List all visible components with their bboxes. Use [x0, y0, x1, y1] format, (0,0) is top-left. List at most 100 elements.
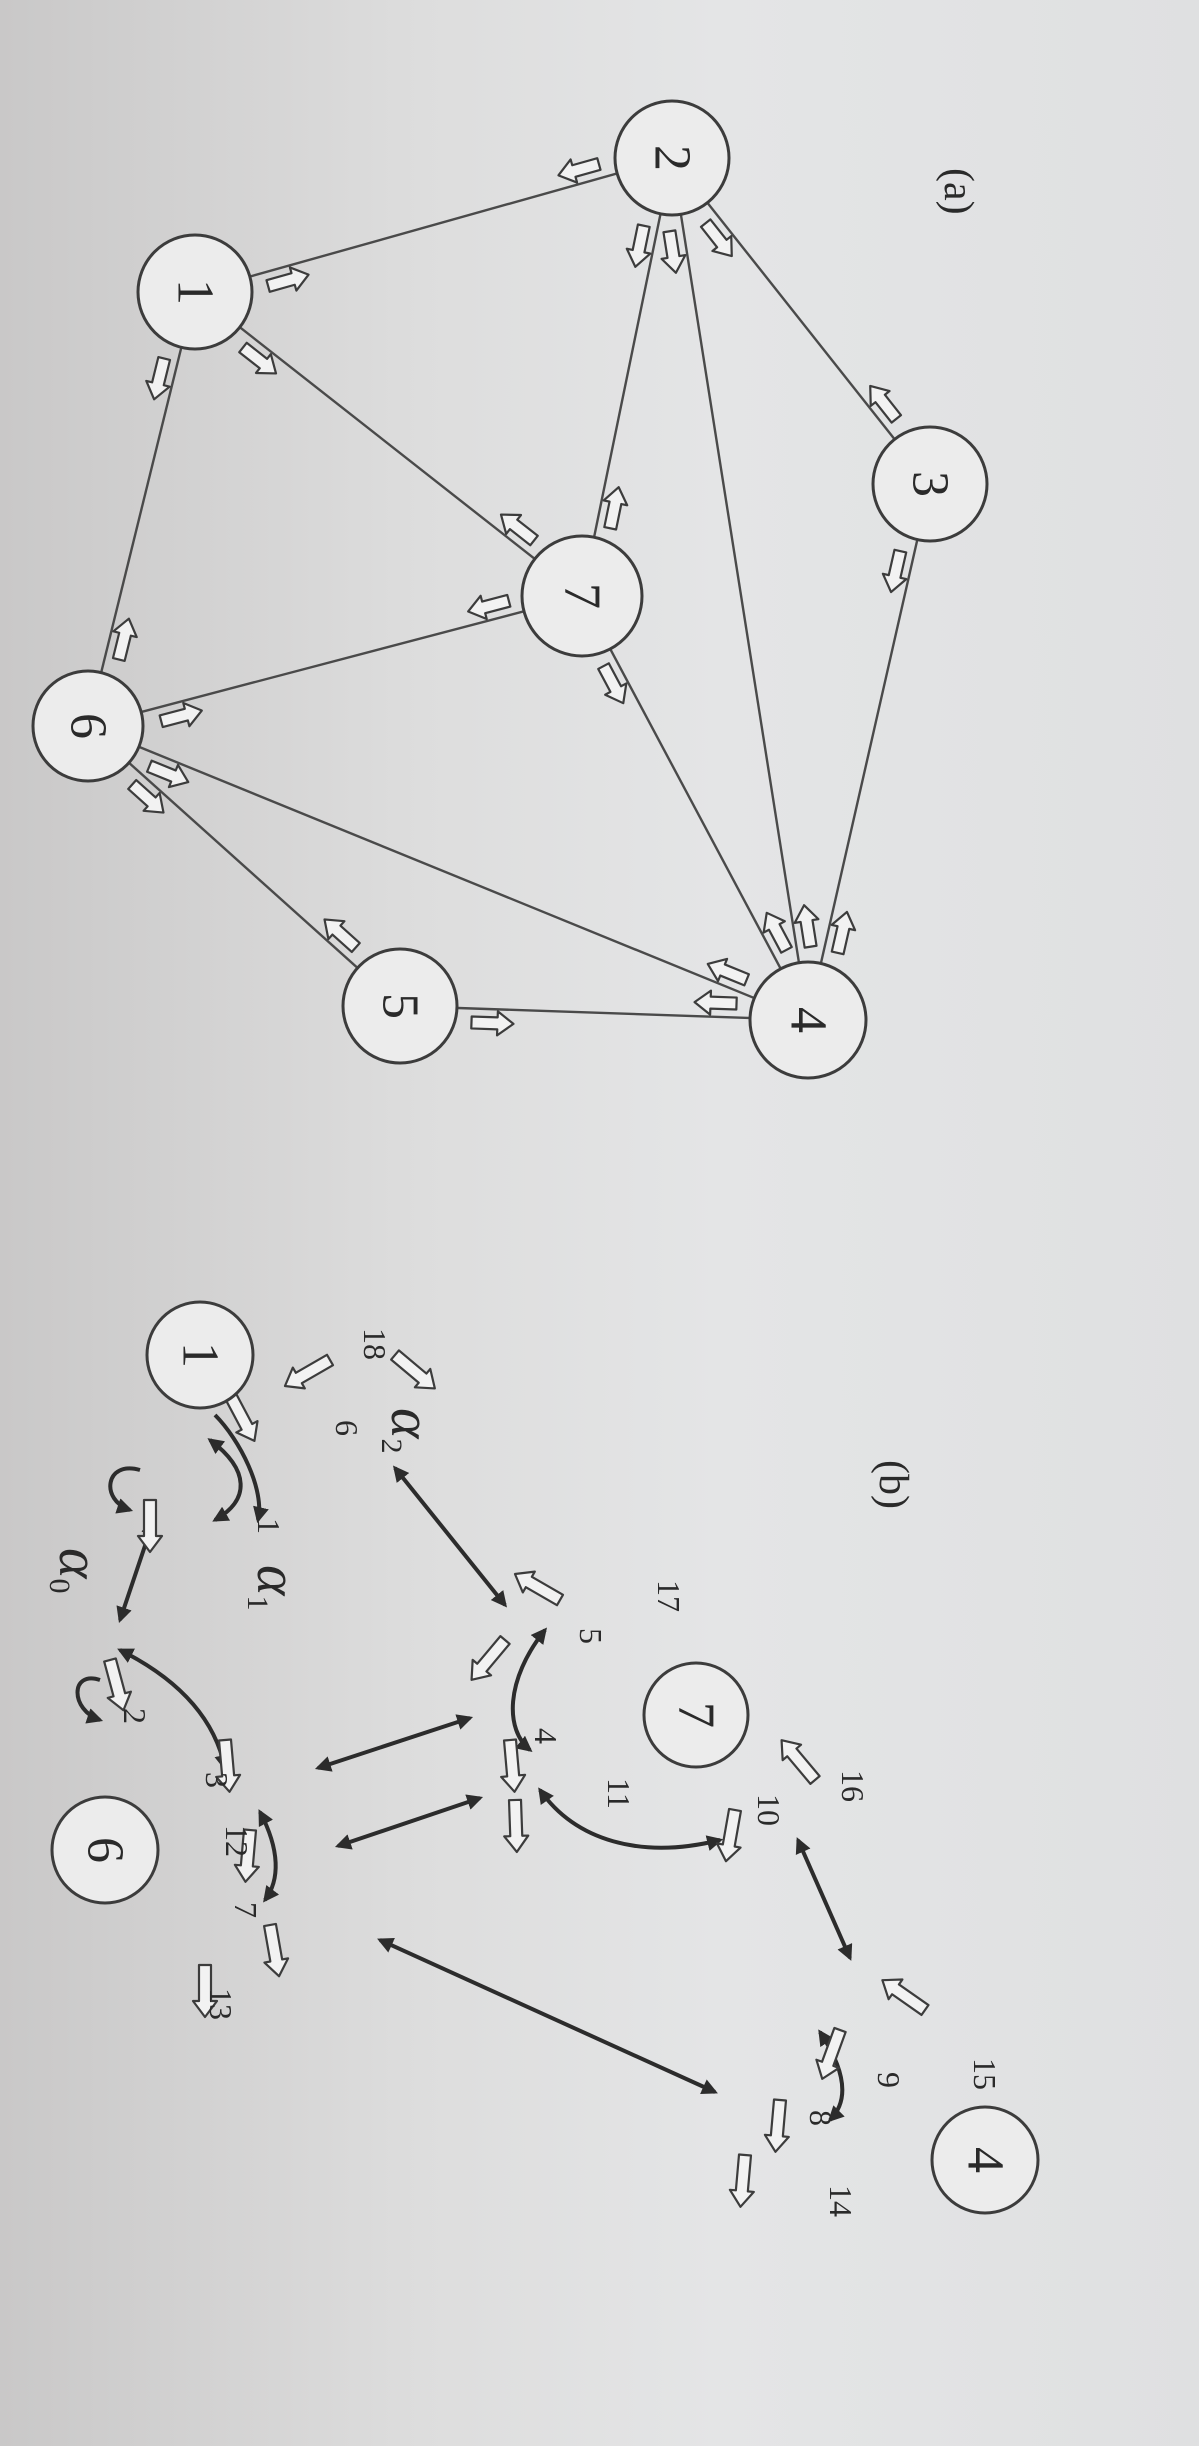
link-11-12	[334, 1794, 484, 1850]
graph-b-darts	[103, 1349, 930, 2208]
curve-5-4	[510, 1627, 547, 1753]
dart-arrow-a-11	[499, 513, 539, 547]
dart-arrow-a-0	[265, 266, 310, 293]
dart-label-14: 14	[823, 2185, 859, 2217]
dart-arrow-a-6	[625, 223, 652, 268]
vertex-label: 6	[60, 713, 117, 739]
dart-label-1: 1	[251, 1518, 287, 1534]
vertex-label: 4	[780, 1007, 837, 1033]
vertex-label: 2	[644, 145, 701, 171]
vertex-a-1: 1	[136, 233, 254, 351]
alpha-0-label: α0	[43, 1548, 112, 1593]
dart-arrow-a-7	[602, 486, 629, 531]
dart-label-12: 12	[219, 1825, 255, 1857]
link-10-9	[795, 1837, 853, 1961]
alpha2-link	[392, 1465, 508, 1608]
dart-label-4: 4	[528, 1728, 564, 1744]
dart-arrow-a-9	[793, 904, 820, 949]
dart-arrow-b-0	[223, 1391, 259, 1443]
dart-label-7: 7	[228, 1902, 264, 1918]
vertex-b-7: 7	[642, 1661, 750, 1769]
vertex-a-3: 3	[871, 425, 989, 543]
alpha1-curve	[207, 1438, 243, 1522]
dart-arrow-a-13	[111, 617, 138, 662]
dart-label-18: 18	[357, 1328, 393, 1360]
alpha-2-label: α2	[375, 1408, 444, 1453]
dart-arrow-a-5	[830, 910, 857, 956]
dart-6-curve	[213, 1413, 269, 1524]
dart-arrow-b-13	[780, 1739, 821, 1785]
edge-5-4	[399, 1004, 809, 1022]
dart-label-5: 5	[573, 1628, 609, 1644]
dart-label-13: 13	[203, 1988, 239, 2020]
dart-arrow-b-11	[503, 1798, 530, 1854]
panel-a: (a) 1 2 3	[31, 99, 989, 1080]
link-4-3	[314, 1714, 474, 1772]
edge-1-6	[86, 291, 197, 727]
edge-1-2	[194, 156, 673, 294]
dart-arrow-a-22	[470, 1010, 515, 1037]
vertex-label: 6	[77, 1837, 134, 1863]
dart-arrow-b-10	[500, 1738, 527, 1793]
dart-arrow-b-5	[233, 1828, 260, 1883]
link-7-8	[377, 1938, 718, 2094]
dart-arrow-a-4	[881, 548, 908, 594]
vertex-a-5: 5	[341, 947, 459, 1065]
vertex-label: 7	[554, 583, 611, 609]
dart-arrow-a-14	[467, 593, 512, 621]
dart-arrow-a-2	[699, 218, 733, 258]
curve-12-7	[258, 1809, 280, 1903]
vertex-a-6: 6	[31, 669, 145, 783]
dart-arrow-b-15	[881, 1978, 930, 2017]
edge-6-4	[87, 724, 809, 1022]
dart-label-10: 10	[751, 1794, 787, 1826]
dart-arrow-a-20	[127, 778, 165, 814]
vertex-label: 7	[668, 1702, 725, 1728]
dart-arrow-a-12	[145, 356, 172, 401]
panel-b: (b) 1 2 3 4 5 6	[43, 1300, 1040, 2217]
graph-a-darts	[111, 157, 908, 1037]
edge-2-4	[670, 157, 810, 1021]
dart-label-11: 11	[601, 1778, 637, 1809]
vertex-a-4: 4	[748, 960, 868, 1080]
dart-arrow-a-19	[706, 957, 751, 987]
alpha-labels: α0 α1 α2	[43, 1408, 444, 1610]
dart-arrow-a-16	[597, 662, 628, 705]
dart-arrow-b-16	[763, 2098, 790, 2153]
curve-9-8	[818, 2029, 845, 2123]
dart-arrow-a-1	[557, 157, 602, 184]
dart-arrow-b-18	[390, 1349, 436, 1390]
dart-label-17: 17	[651, 1580, 687, 1612]
dart-arrow-b-14	[815, 2026, 847, 2080]
dart-label-16: 16	[835, 1770, 871, 1802]
edge-7-6	[87, 594, 583, 728]
dart-arrow-a-21	[323, 918, 361, 954]
vertex-b-1: 1	[145, 1300, 255, 1410]
vertex-a-2: 2	[613, 99, 731, 217]
dart-labels: 1 2 3 4 5 6 7 8 9 10 11 12 13 14 15 16 1…	[117, 1328, 1003, 2217]
vertex-label: 5	[372, 993, 429, 1019]
vertex-label: 1	[172, 1342, 229, 1368]
panel-label-b: (b)	[870, 1460, 916, 1509]
dart-arrow-a-18	[145, 759, 190, 789]
vertex-a-7: 7	[520, 534, 644, 658]
dart-arrow-b-8	[470, 1635, 511, 1681]
dart-label-2: 2	[117, 1708, 153, 1724]
edge-2-7	[580, 157, 674, 597]
dart-label-3: 3	[199, 1772, 235, 1788]
dart-arrow-a-23	[693, 989, 738, 1016]
curve-11-10	[538, 1787, 724, 1851]
dart-label-6: 6	[329, 1420, 365, 1436]
dart-arrow-b-3	[103, 1657, 133, 1712]
dart-arrow-b-7	[191, 1963, 219, 2019]
edge-7-4	[580, 595, 810, 1021]
dart-arrow-b-17	[728, 2153, 755, 2208]
dart-arrow-b-12	[715, 1807, 743, 1863]
dart-arrow-a-10	[238, 341, 278, 375]
dart-arrow-a-15	[158, 701, 203, 729]
dart-label-9: 9	[871, 2072, 907, 2088]
panel-label-a: (a)	[935, 168, 981, 215]
graph-b-links	[75, 1413, 853, 2123]
